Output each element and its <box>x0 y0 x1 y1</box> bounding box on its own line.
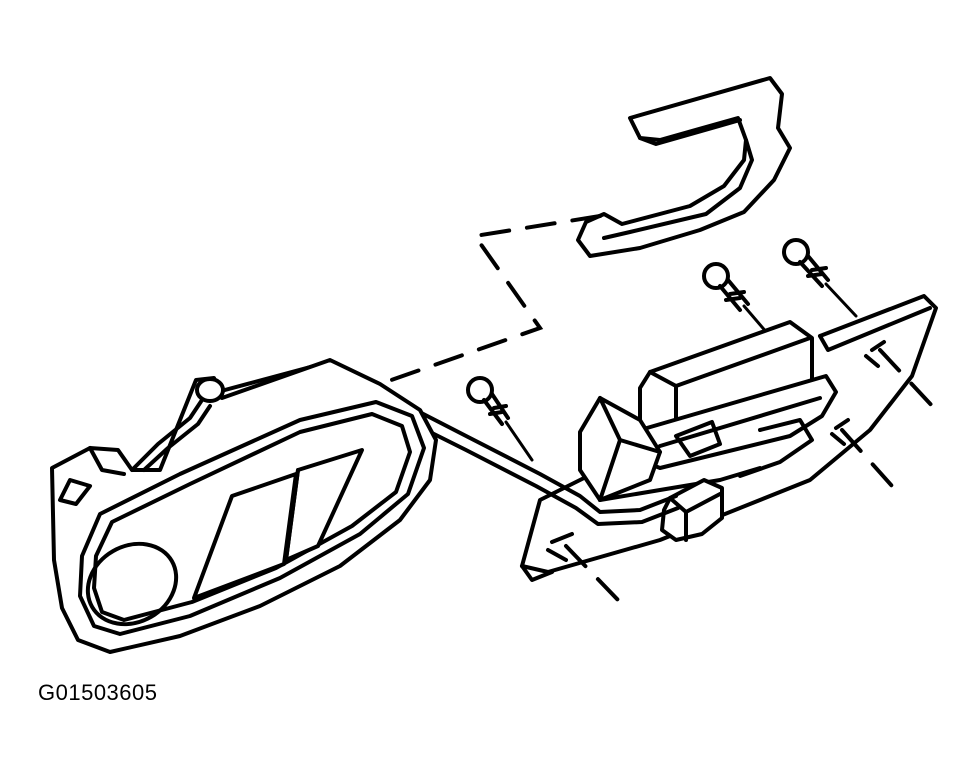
figure-id-label: G01503605 <box>38 680 158 705</box>
hook-bracket-icon <box>576 76 792 258</box>
screw-icon <box>466 376 534 462</box>
screw-icon <box>782 238 858 318</box>
screw-icon <box>702 262 770 336</box>
lock-bracket-icon <box>578 320 838 502</box>
handle-bezel-icon <box>50 358 438 654</box>
leader-line <box>378 214 602 386</box>
